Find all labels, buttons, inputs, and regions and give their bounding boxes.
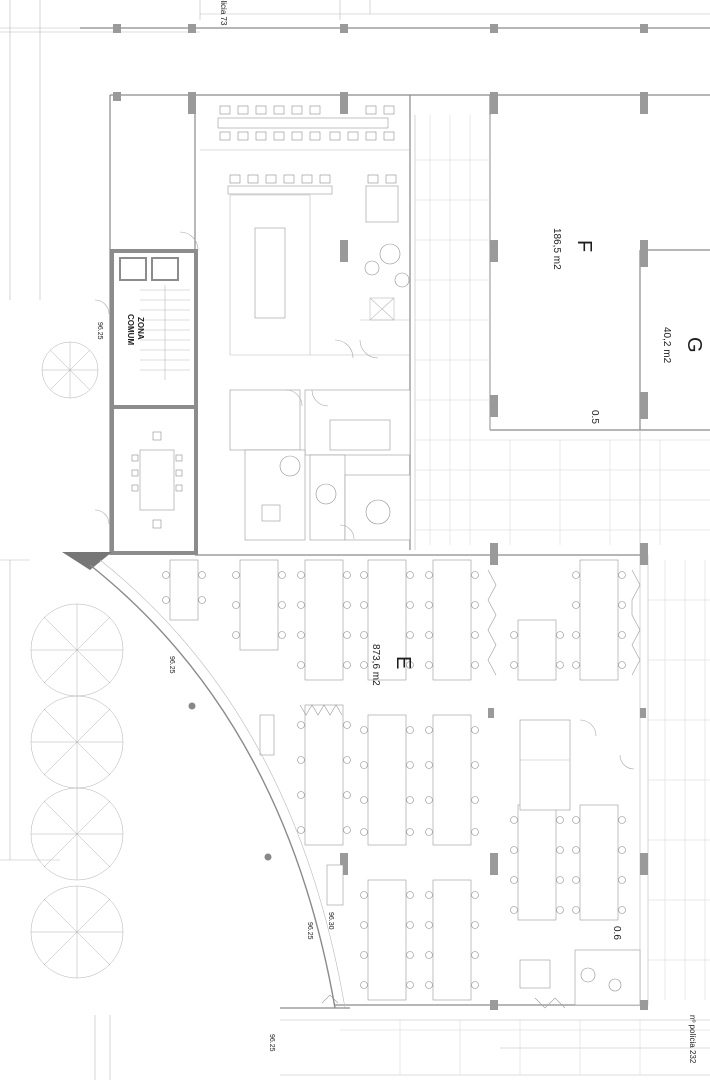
- tree-4: [30, 787, 124, 881]
- desk-clusters: [169, 559, 641, 1006]
- building-shell: [80, 27, 710, 1006]
- trees: [30, 341, 124, 979]
- gap-label-1: 0.5: [589, 410, 600, 424]
- common-zone-label-1: ZONA: [136, 317, 145, 340]
- room-g-area: 40,2 m2: [661, 327, 672, 364]
- level-curve-upper: 96.25: [168, 656, 175, 674]
- gap-label-2: 0.6: [611, 926, 622, 940]
- corridor-grid: [340, 115, 710, 1075]
- top-offices: [200, 149, 411, 541]
- curved-facade: [89, 559, 350, 1009]
- common-zone-label-2: COMUM: [126, 314, 135, 345]
- cluster-chairs: [162, 571, 626, 992]
- core-meeting-table: [131, 431, 183, 529]
- level-inner: 96.30: [327, 912, 334, 930]
- level-bottom: 96.25: [268, 1034, 275, 1052]
- room-f-area: 186,5 m2: [551, 228, 562, 270]
- top-desk-grid: [217, 105, 399, 223]
- common-core: [62, 249, 198, 570]
- tree-5: [30, 885, 124, 979]
- tree-3: [30, 695, 124, 789]
- level-curve-lower: 96.25: [306, 922, 313, 940]
- room-f-letter: F: [573, 240, 595, 252]
- room-e-area: 873,6 m2: [370, 644, 381, 686]
- partitions: [299, 569, 641, 1009]
- structural-columns: [113, 24, 648, 1010]
- room-g-letter: G: [683, 337, 705, 353]
- street-label-bottom-right: nº polícia 232: [688, 1015, 697, 1064]
- tree-1: [41, 341, 99, 399]
- tree-2: [30, 603, 124, 697]
- level-left-top: 96.25: [96, 322, 103, 340]
- doors: [94, 231, 635, 770]
- room-e-letter: E: [392, 656, 414, 669]
- street-label-top: nº policia 73: [219, 0, 228, 26]
- labels: nº policia 73 F 186,5 m2 G 40,2 m2 E 873…: [96, 0, 705, 1064]
